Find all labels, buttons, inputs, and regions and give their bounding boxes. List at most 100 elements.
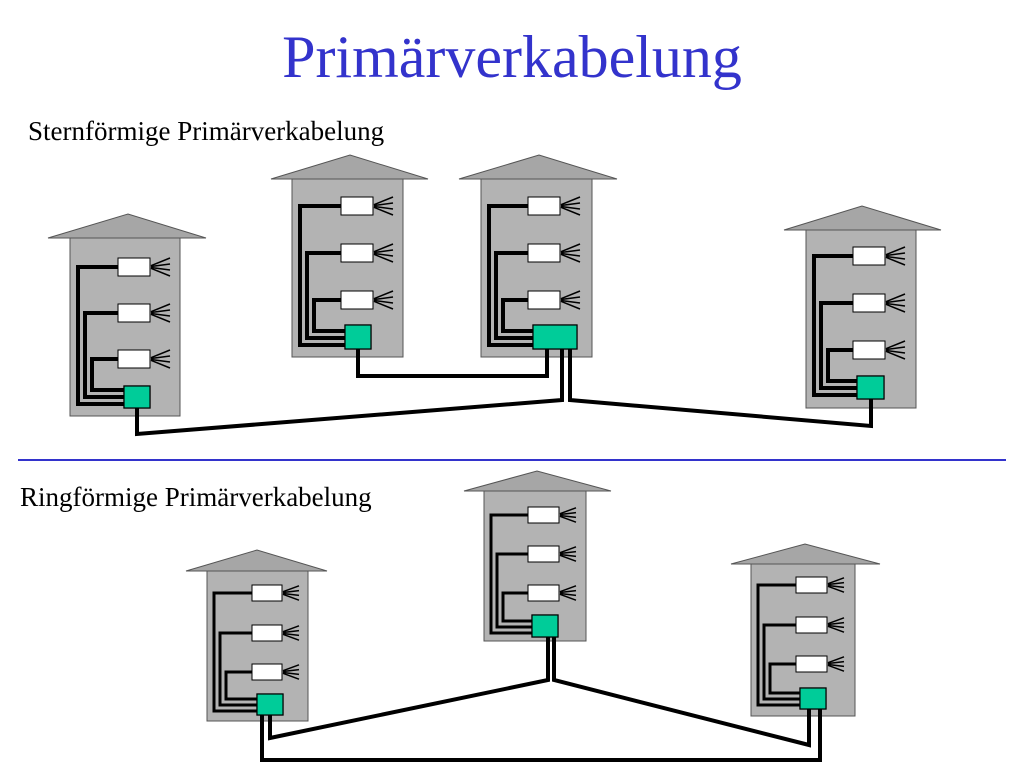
- outlet-line: [885, 349, 906, 354]
- outlet-line: [885, 252, 906, 257]
- outlet-line: [560, 205, 581, 210]
- outlet-line: [282, 668, 300, 673]
- outlet-line: [373, 299, 394, 304]
- outlet-line: [282, 592, 300, 597]
- floor-cable: [756, 583, 800, 707]
- slide-title: Primärverkabelung: [282, 24, 742, 90]
- floor-cable: [224, 670, 257, 701]
- floor-cable: [826, 348, 857, 383]
- floor-cable: [762, 623, 800, 701]
- outlet-line: [560, 296, 581, 301]
- outlet-line: [373, 252, 394, 257]
- outlet-line: [373, 202, 394, 207]
- outlet-line: [827, 663, 845, 668]
- outlet-line: [827, 656, 845, 664]
- floor-outlet: [795, 576, 828, 594]
- floor-cable: [312, 298, 345, 333]
- outlet-line: [559, 585, 577, 593]
- floor-cable: [501, 591, 532, 623]
- outlet-line: [373, 249, 394, 254]
- outlet-line: [885, 303, 906, 313]
- outlet-line: [373, 196, 394, 206]
- floor-cable: [819, 301, 857, 390]
- floor-cable: [495, 552, 532, 629]
- outlet-line: [150, 266, 171, 271]
- outlet-line: [282, 633, 300, 641]
- backbone-cable-star-2: [356, 349, 549, 378]
- ring-cable-1: [268, 637, 550, 741]
- floor-cable: [76, 265, 124, 406]
- floor-outlet: [340, 243, 374, 263]
- outlet-line: [373, 206, 394, 216]
- outlet-line: [373, 296, 394, 301]
- outlet-line: [559, 507, 577, 515]
- outlet-line: [282, 632, 300, 637]
- outlet-line: [559, 511, 577, 516]
- outlet-line: [560, 243, 581, 253]
- outlet-line: [282, 585, 300, 593]
- floor-outlet: [117, 349, 151, 369]
- section-divider: [18, 459, 1006, 461]
- section-label-ring: Ringförmige Primärverkabelung: [20, 482, 372, 512]
- outlet-line: [282, 664, 300, 672]
- outlet-line: [559, 514, 577, 519]
- distributor-box-star-4: [856, 375, 885, 400]
- floor-outlet: [795, 616, 828, 634]
- outlet-line: [827, 625, 845, 633]
- floor-outlet: [117, 303, 151, 323]
- floor-cable: [501, 298, 533, 333]
- outlet-line: [560, 196, 581, 206]
- floor-outlet: [527, 196, 561, 216]
- building-roof: [783, 205, 942, 231]
- outlet-line: [885, 299, 906, 304]
- outlet-line: [559, 550, 577, 555]
- outlet-line: [282, 672, 300, 680]
- outlet-line: [559, 592, 577, 597]
- floor-cable: [494, 251, 533, 340]
- outlet-line: [827, 660, 845, 665]
- outlet-line: [150, 355, 171, 360]
- outlet-line: [150, 263, 171, 268]
- outlet-line: [560, 300, 581, 310]
- outlet-line: [150, 358, 171, 363]
- outlet-line: [150, 257, 171, 267]
- outlet-line: [885, 302, 906, 307]
- outlet-line: [559, 546, 577, 554]
- distributor-box-star-3: [532, 324, 578, 350]
- outlet-line: [282, 625, 300, 633]
- outlet-line: [373, 290, 394, 300]
- outlet-line: [560, 290, 581, 300]
- outlet-line: [282, 629, 300, 634]
- outlet-line: [560, 253, 581, 263]
- outlet-line: [150, 303, 171, 313]
- outlet-line: [150, 267, 171, 277]
- floor-cable: [212, 591, 257, 713]
- distributor-box-ring-2: [531, 614, 559, 638]
- building-roof: [458, 154, 618, 180]
- outlet-line: [150, 359, 171, 369]
- outlet-line: [885, 246, 906, 256]
- outlet-line: [885, 340, 906, 350]
- outlet-line: [885, 346, 906, 351]
- floor-cable: [487, 204, 533, 347]
- floor-outlet: [527, 584, 560, 602]
- outlet-line: [559, 515, 577, 523]
- outlet-line: [827, 621, 845, 626]
- outlet-line: [373, 205, 394, 210]
- outlet-line: [559, 553, 577, 558]
- outlet-line: [373, 253, 394, 263]
- ring-cable-2: [552, 637, 811, 748]
- outlet-line: [150, 309, 171, 314]
- building-roof: [47, 213, 207, 239]
- outlet-line: [559, 589, 577, 594]
- outlet-line: [827, 617, 845, 625]
- section-label-star: Sternförmige Primärverkabelung: [28, 116, 385, 146]
- floor-cable: [298, 204, 345, 347]
- floor-outlet: [527, 545, 560, 563]
- building-roof: [185, 549, 328, 572]
- floor-outlet: [340, 196, 374, 216]
- floor-outlet: [251, 584, 283, 602]
- outlet-line: [827, 581, 845, 586]
- outlet-line: [560, 249, 581, 254]
